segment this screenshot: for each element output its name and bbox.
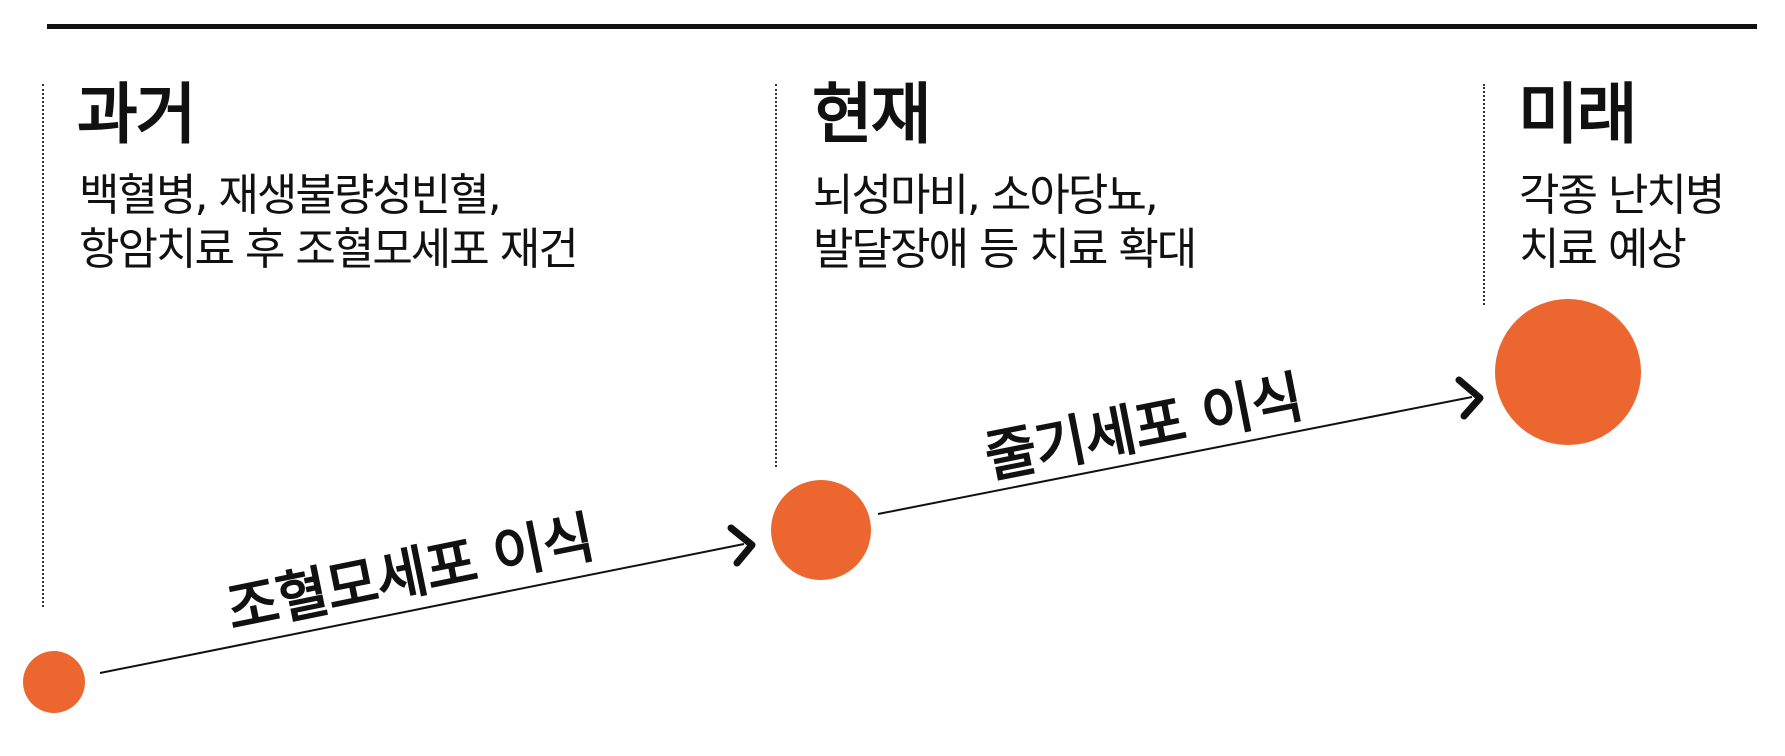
circle-future xyxy=(1495,299,1641,445)
era-desc-past-line-2: 항암치료 후 조혈모세포 재건 xyxy=(79,224,579,275)
divider-future xyxy=(1483,84,1485,305)
era-title-future: 미래 xyxy=(1518,76,1637,153)
era-title-past: 과거 xyxy=(77,76,196,153)
era-desc-future-line-2: 치료 예상 xyxy=(1519,224,1687,275)
arrowhead-future-icon xyxy=(1455,376,1484,420)
circle-present xyxy=(771,480,871,580)
circle-past xyxy=(23,651,85,713)
era-desc-future-line-1: 각종 난치병 xyxy=(1519,170,1725,221)
era-desc-present: 뇌성마비, 소아당뇨, 발달장애 등 치료 확대 xyxy=(813,169,1197,277)
top-rule xyxy=(47,24,1757,29)
arrow-line-past-to-present xyxy=(99,543,745,674)
era-desc-past: 백혈병, 재생불량성빈혈, 항암치료 후 조혈모세포 재건 xyxy=(79,169,579,277)
era-desc-present-line-2: 발달장애 등 치료 확대 xyxy=(813,224,1197,275)
arrowhead-present-icon xyxy=(727,524,756,567)
divider-present xyxy=(775,84,777,467)
era-title-present: 현재 xyxy=(812,76,931,153)
arrow-line-present-to-future xyxy=(877,396,1473,515)
era-desc-future: 각종 난치병 치료 예상 xyxy=(1519,169,1725,277)
era-desc-present-line-1: 뇌성마비, 소아당뇨, xyxy=(813,170,1159,221)
divider-past xyxy=(42,84,44,607)
era-desc-past-line-1: 백혈병, 재생불량성빈혈, xyxy=(79,170,502,221)
